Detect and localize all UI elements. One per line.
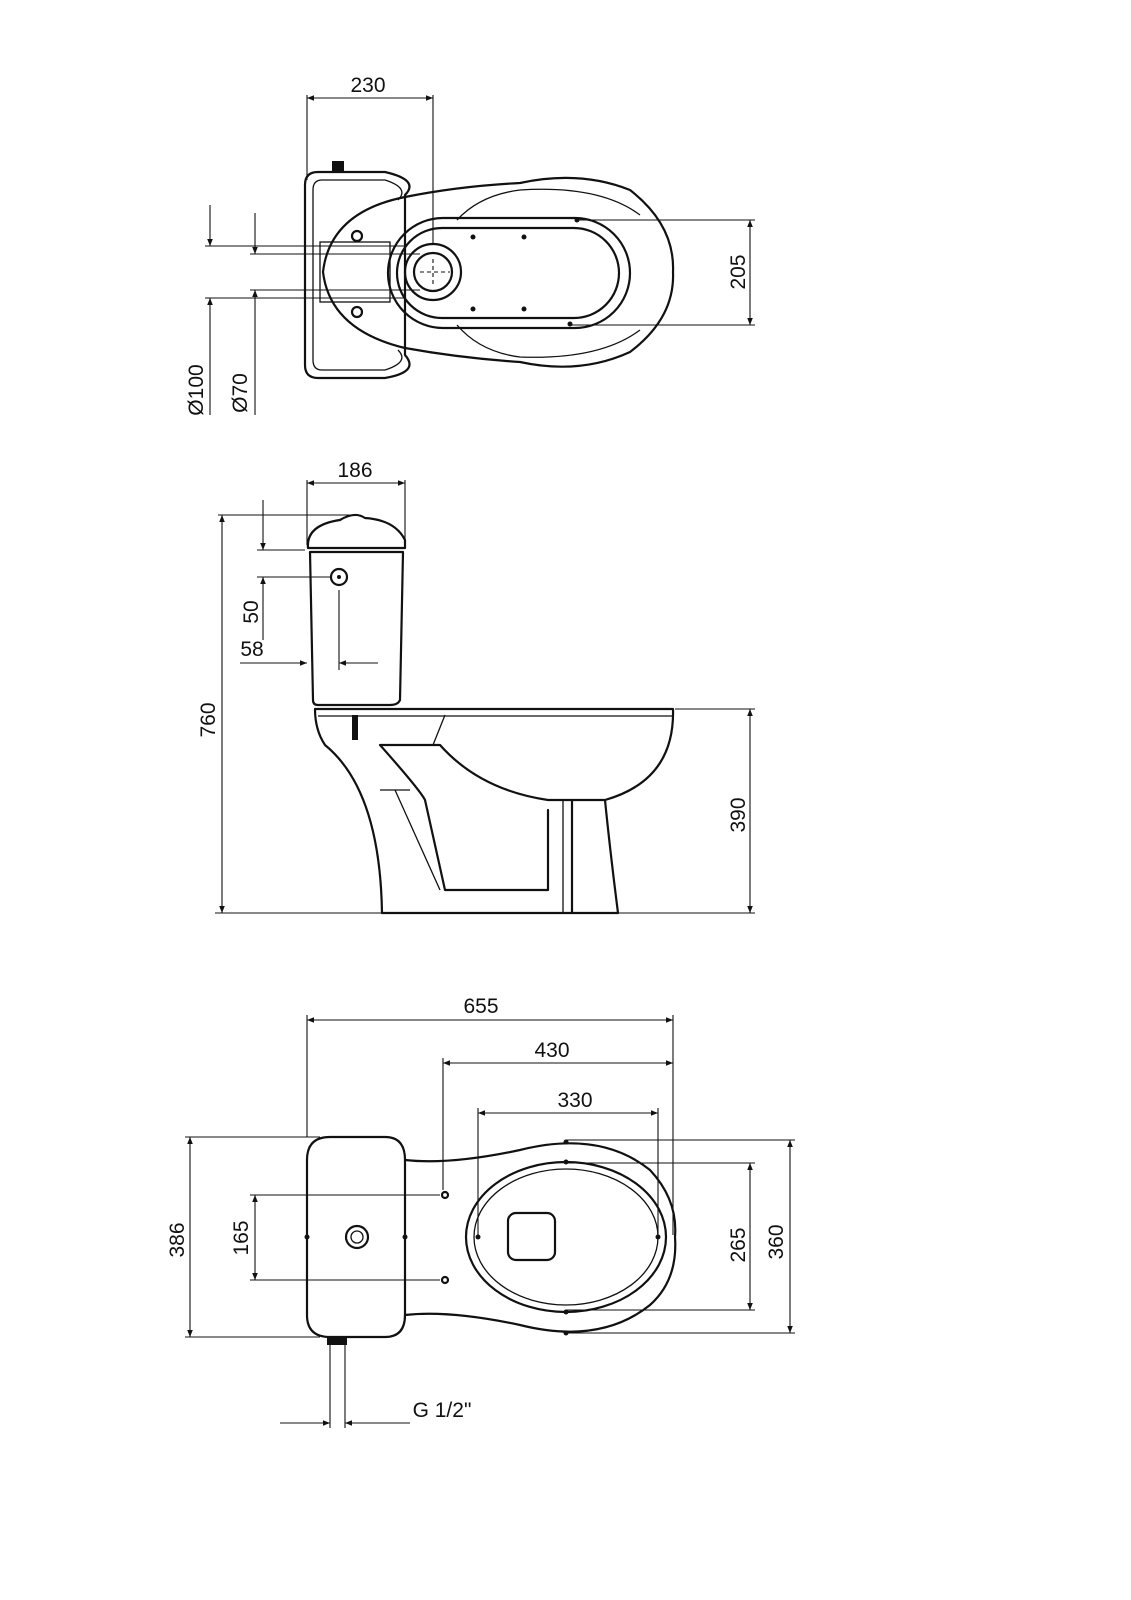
flush-button-icon xyxy=(344,1224,370,1250)
bolt-icon xyxy=(350,229,364,243)
bowl-outline-plan xyxy=(403,1142,677,1333)
dim-205: 205 xyxy=(727,254,750,289)
dim-50: 50 xyxy=(240,600,263,623)
dim-655: 655 xyxy=(463,995,498,1018)
tank-outline-top xyxy=(303,170,411,380)
dim-58: 58 xyxy=(240,638,263,661)
dim-360: 360 xyxy=(765,1224,788,1259)
inlet-icon xyxy=(329,567,349,587)
top-view: 230 205 Ø100 Ø70 xyxy=(185,74,755,416)
dim-386: 386 xyxy=(166,1222,189,1257)
tank-lid-side xyxy=(306,513,407,550)
dim-d70: Ø70 xyxy=(229,373,252,413)
dim-186: 186 xyxy=(337,459,372,482)
dim-390: 390 xyxy=(727,797,750,832)
dim-g-half-inch: G 1/2" xyxy=(413,1399,472,1422)
tank-plan xyxy=(305,1135,407,1339)
tank-body-side xyxy=(308,550,405,707)
bowl-opening xyxy=(506,1211,557,1262)
bowl-outline-top xyxy=(321,176,675,368)
dim-330: 330 xyxy=(557,1089,592,1112)
dim-230: 230 xyxy=(350,74,385,97)
bolt-icon xyxy=(350,305,364,319)
dim-165: 165 xyxy=(230,1220,253,1255)
seat-ring xyxy=(464,1160,668,1314)
side-view: 186 760 390 50 58 xyxy=(197,459,755,915)
bowl-side xyxy=(313,707,675,915)
dim-430: 430 xyxy=(534,1039,569,1062)
dim-d100: Ø100 xyxy=(185,364,208,415)
dim-265: 265 xyxy=(727,1227,750,1262)
dim-760: 760 xyxy=(197,702,220,737)
bowl-rim-top xyxy=(386,216,632,330)
plan-view: 655 430 330 386 165 265 360 G 1/2" xyxy=(166,995,795,1428)
